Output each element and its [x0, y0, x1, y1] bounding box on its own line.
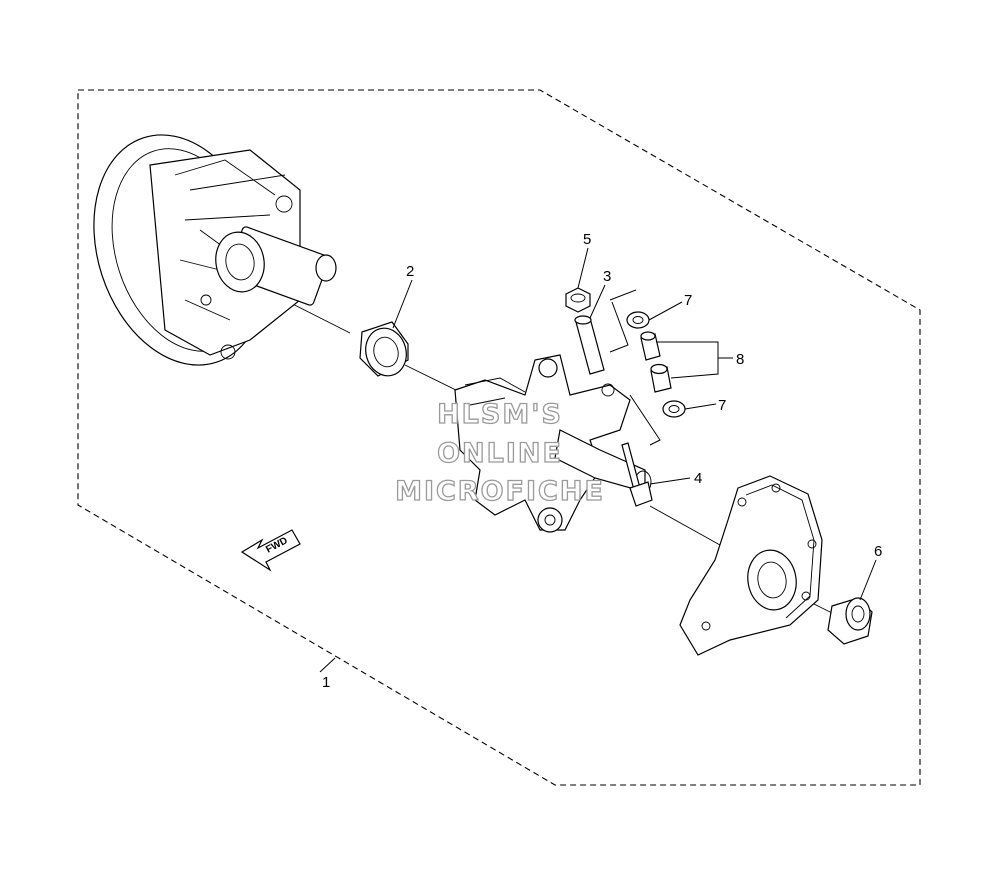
cover-plate — [679, 475, 823, 656]
assembly-outline — [77, 89, 921, 786]
watermark-line-3: MICROFICHE — [395, 476, 605, 507]
callout-5: 5 — [583, 231, 591, 248]
callout-2: 2 — [406, 263, 414, 280]
callout-7-bottom: 7 — [718, 397, 726, 414]
callout-8: 8 — [736, 351, 744, 368]
callout-numbers: 1 2 3 4 5 6 7 7 8 — [322, 231, 882, 691]
watermark-line-2: ONLINE — [437, 438, 563, 469]
part-7-washers — [626, 311, 686, 418]
watermark-line-1: HLSM'S — [437, 399, 563, 430]
part-3-pin — [574, 315, 605, 375]
callout-1: 1 — [322, 674, 330, 691]
fwd-arrow: FWD — [240, 529, 301, 572]
leader-lines — [319, 247, 877, 673]
watermark: HLSM'S ONLINE MICROFICHE — [394, 398, 605, 507]
part-2-collar — [359, 321, 409, 377]
callout-4: 4 — [694, 470, 702, 487]
part-8-rollers — [640, 331, 672, 393]
clutch-housing — [93, 134, 337, 366]
part-5-nut — [565, 287, 591, 313]
part-4-bolt — [621, 442, 653, 507]
group-bracket — [609, 289, 661, 446]
part-6-bushing — [827, 597, 873, 645]
callout-6: 6 — [874, 543, 882, 560]
callout-7-top: 7 — [684, 292, 692, 309]
callout-3: 3 — [603, 268, 611, 285]
